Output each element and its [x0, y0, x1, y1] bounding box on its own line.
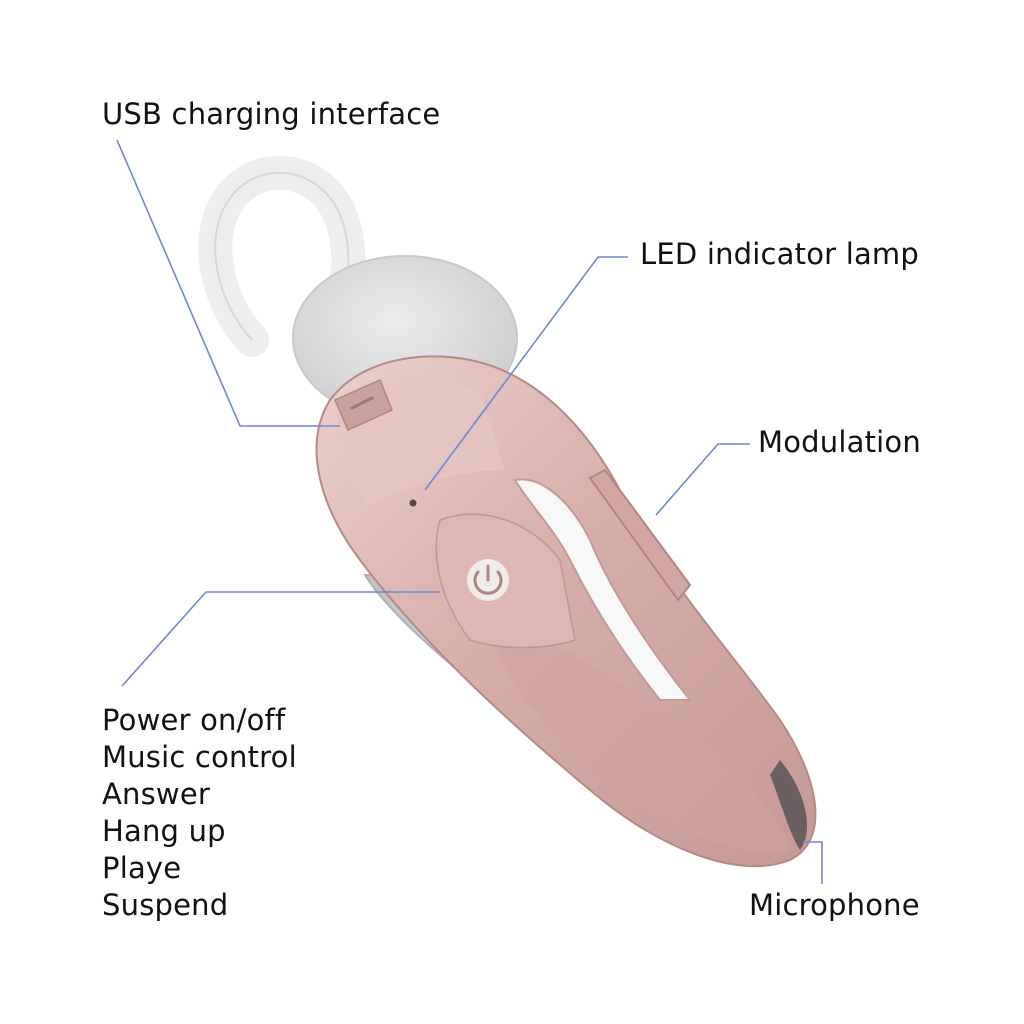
body-facet-lower: [480, 610, 790, 852]
microphone-end: [770, 760, 808, 850]
power-leader: [121, 591, 440, 687]
modulation-button: [588, 468, 692, 602]
leader-lines: [116, 139, 823, 884]
modulation-leader: [655, 443, 750, 516]
power-function-item: Playe: [102, 851, 182, 885]
power-function-item: Music control: [102, 740, 297, 774]
power-icon: [467, 559, 509, 601]
power-function-item: Answer: [102, 777, 211, 811]
power-function-item: Power on/off: [102, 703, 286, 737]
modulation-label: Modulation: [758, 425, 921, 459]
power-functions-label: Power on/off Music control Answer Hang u…: [102, 702, 297, 924]
power-function-item: Hang up: [102, 814, 226, 848]
usb-charging-label: USB charging interface: [102, 97, 441, 131]
led-indicator-dot: [409, 499, 417, 507]
usb-leader: [116, 139, 340, 427]
power-functions-list: Power on/off Music control Answer Hang u…: [102, 702, 297, 924]
usb-port-icon: [334, 378, 393, 431]
modulation-slot: [513, 478, 693, 701]
ear-hook-edge: [214, 171, 350, 341]
led-leader: [424, 256, 628, 491]
microphone-label: Microphone: [749, 888, 920, 922]
microphone-leader: [803, 841, 823, 884]
led-indicator-label: LED indicator lamp: [640, 237, 919, 271]
power-function-item: Suspend: [102, 888, 229, 922]
